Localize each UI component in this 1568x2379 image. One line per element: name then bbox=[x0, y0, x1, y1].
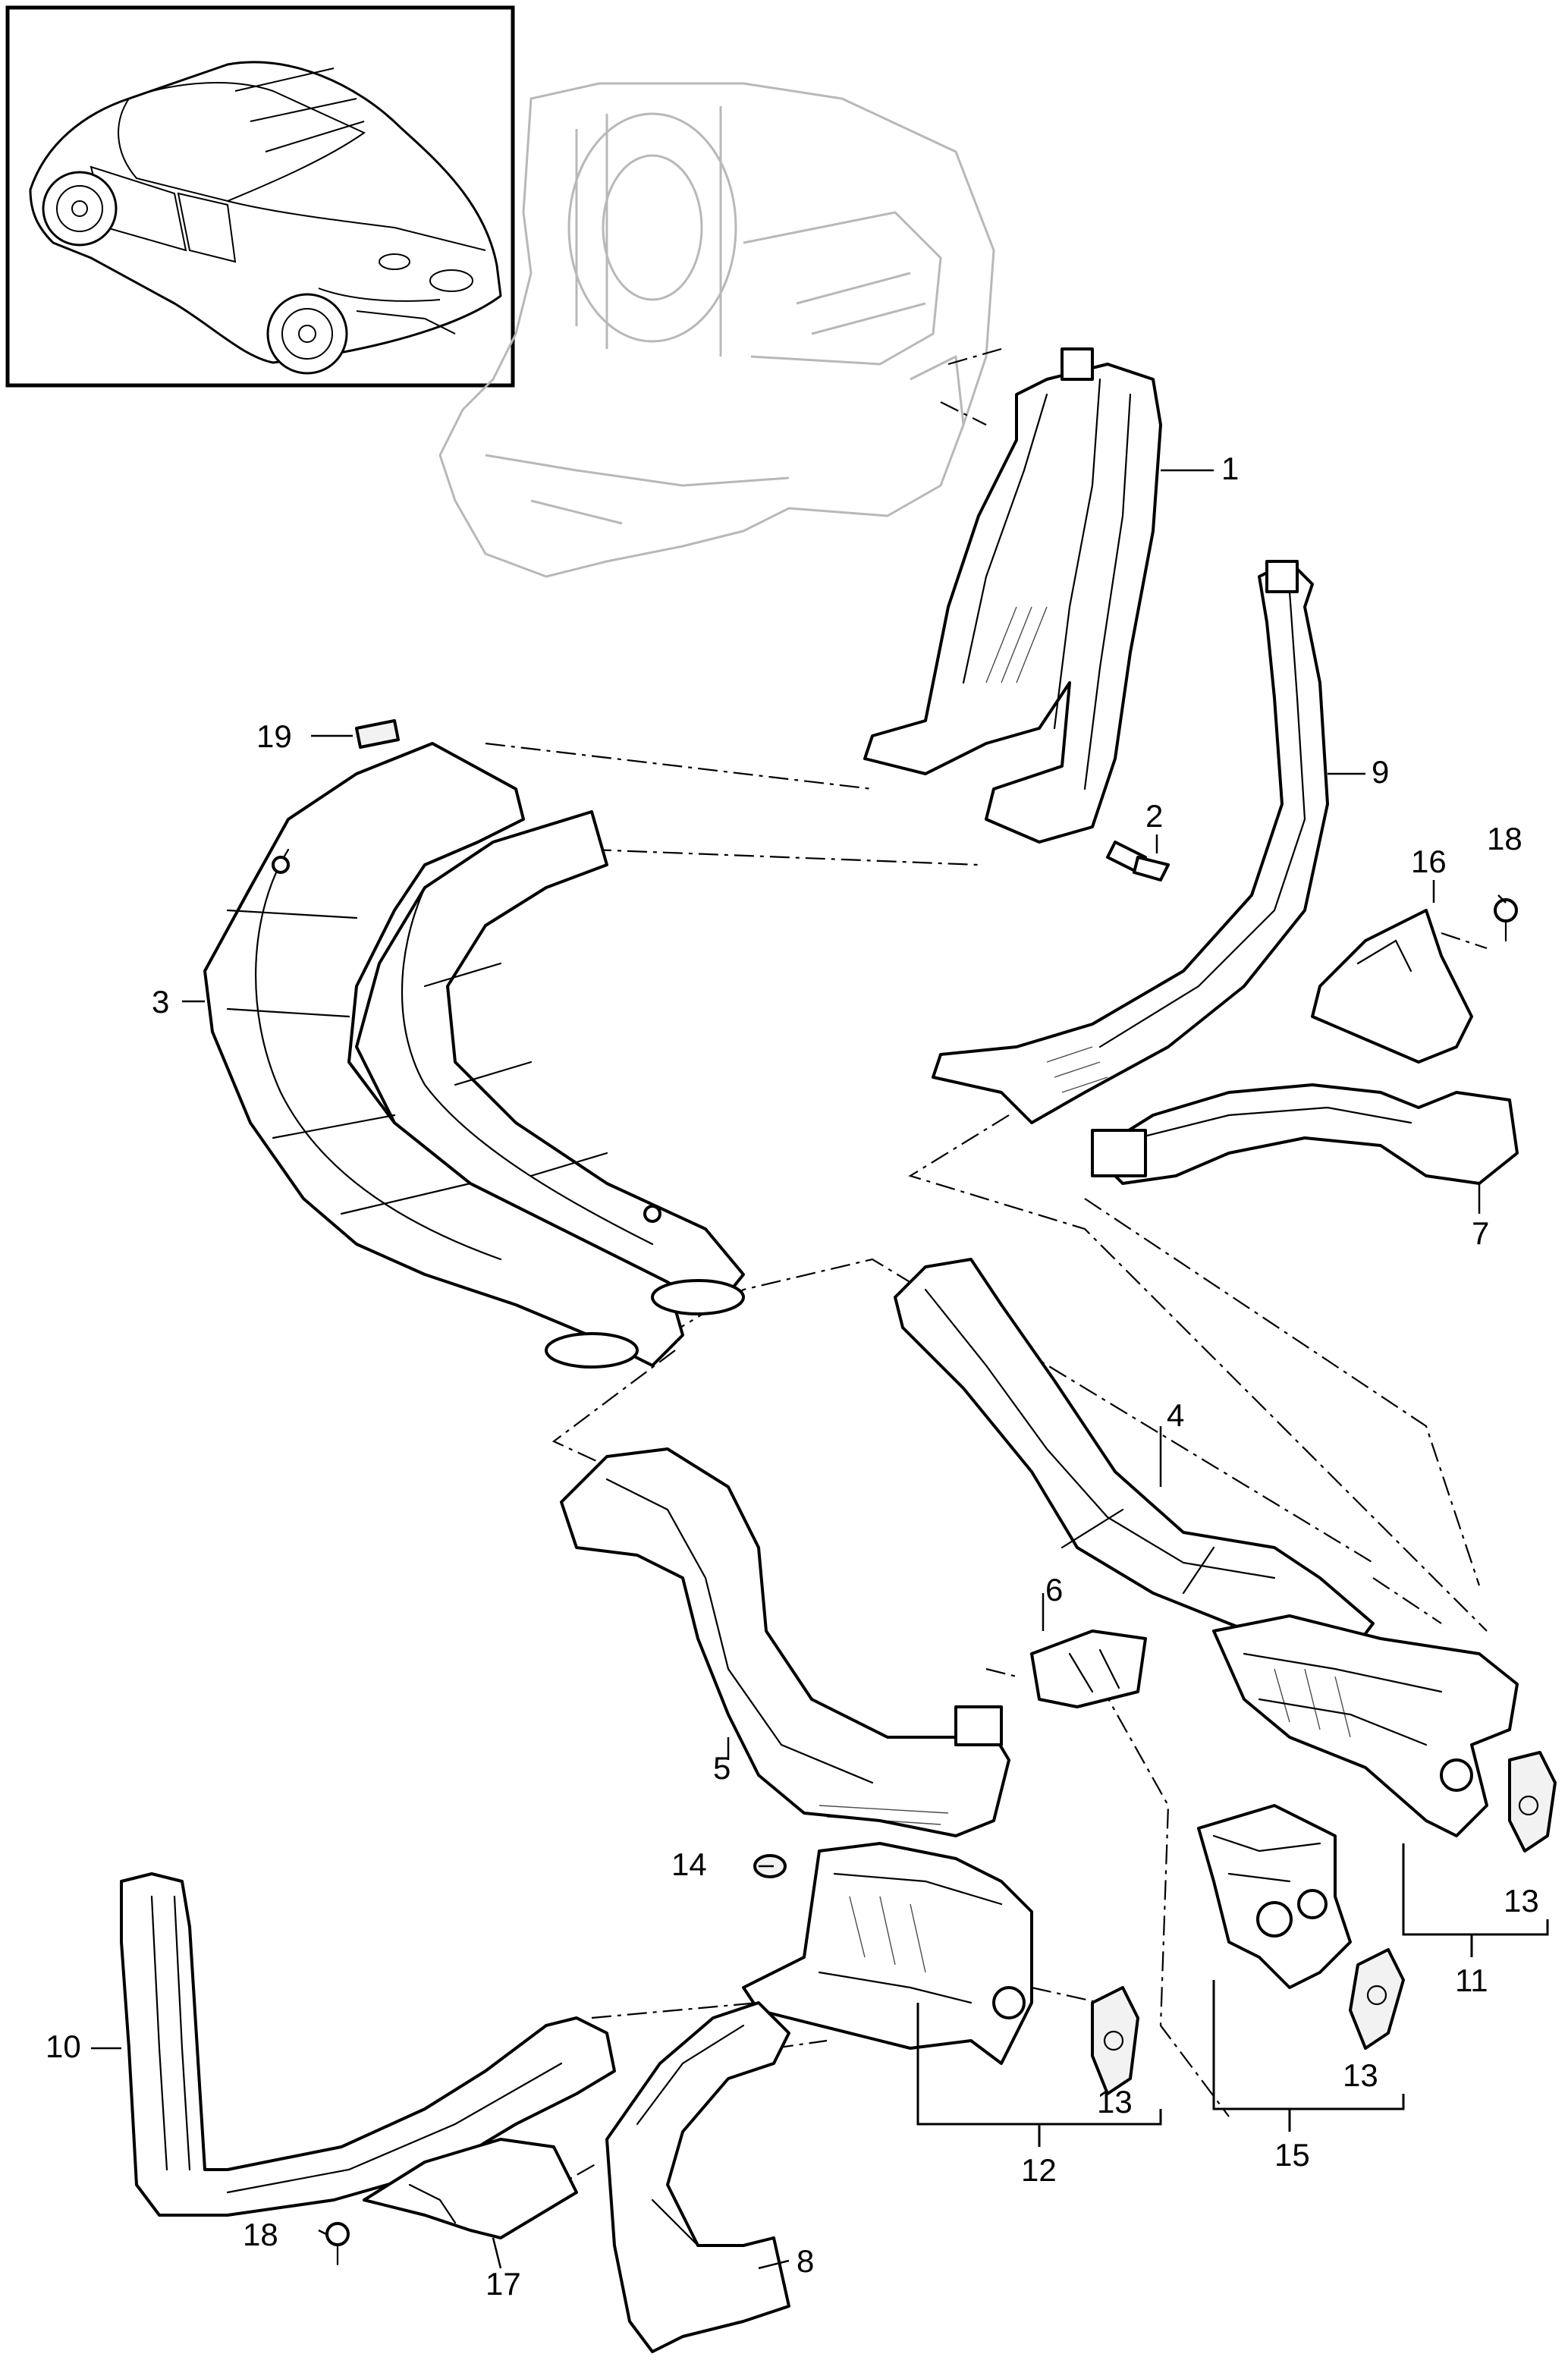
callout-11: 11 bbox=[1455, 1963, 1488, 1998]
callout-15: 15 bbox=[1274, 2137, 1310, 2173]
air-duct-5 bbox=[560, 1447, 1010, 1837]
callout-3: 3 bbox=[152, 984, 169, 1020]
callout-12: 12 bbox=[1021, 2152, 1057, 2188]
clip-19 bbox=[355, 719, 400, 749]
callout-16: 16 bbox=[1411, 844, 1447, 879]
callout-19: 19 bbox=[256, 718, 292, 754]
callout-13-center: 13 bbox=[1343, 2057, 1378, 2093]
callout-18-top: 18 bbox=[1487, 821, 1522, 856]
transmission-outline bbox=[438, 82, 995, 578]
servomotor-13-right bbox=[1508, 1751, 1557, 1853]
callout-17: 17 bbox=[485, 2266, 521, 2302]
leader-lines bbox=[91, 469, 1507, 2270]
distributor-15 bbox=[1197, 1804, 1352, 1989]
screw-18-bottom bbox=[325, 2222, 350, 2266]
cover-16 bbox=[1311, 909, 1473, 1064]
callout-18-bottom: 18 bbox=[243, 2217, 278, 2252]
sensor-2 bbox=[1106, 841, 1170, 882]
callout-2: 2 bbox=[1145, 798, 1163, 834]
distributor-12 bbox=[742, 1842, 1033, 2065]
callout-labels: 1 2 3 4 5 6 7 8 9 10 11 12 13 13 13 14 1… bbox=[46, 451, 1539, 2302]
cover-17 bbox=[363, 2138, 578, 2239]
callout-14: 14 bbox=[671, 1846, 707, 1882]
callout-5: 5 bbox=[713, 1750, 731, 1786]
callout-8: 8 bbox=[797, 2243, 814, 2279]
callout-7: 7 bbox=[1472, 1215, 1489, 1251]
air-duct-8 bbox=[605, 2001, 790, 2353]
vehicle-illustration bbox=[29, 61, 502, 375]
distributor-11 bbox=[1212, 1614, 1519, 1837]
servomotor-13-center bbox=[1349, 1948, 1405, 2050]
callout-1: 1 bbox=[1221, 451, 1239, 486]
callout-13-left: 13 bbox=[1097, 2084, 1133, 2120]
servomotor-13-left bbox=[1091, 1986, 1139, 2095]
air-duct-4 bbox=[894, 1258, 1375, 1655]
air-duct-10 bbox=[120, 1872, 616, 2217]
grille-6 bbox=[1030, 1629, 1147, 1708]
callout-6: 6 bbox=[1045, 1572, 1063, 1607]
assembly-brackets bbox=[916, 1843, 1549, 2147]
air-duct-7 bbox=[1091, 1083, 1519, 1185]
callout-10: 10 bbox=[46, 2029, 81, 2064]
callout-9: 9 bbox=[1372, 754, 1389, 790]
screw-18-top bbox=[1494, 898, 1518, 942]
air-duct-3 bbox=[203, 742, 745, 1369]
air-duct-9 bbox=[932, 560, 1329, 1124]
callout-4: 4 bbox=[1167, 1397, 1184, 1433]
vehicle-inset bbox=[5, 5, 515, 388]
air-duct-1 bbox=[863, 347, 1162, 844]
callout-13-right: 13 bbox=[1504, 1883, 1539, 1919]
